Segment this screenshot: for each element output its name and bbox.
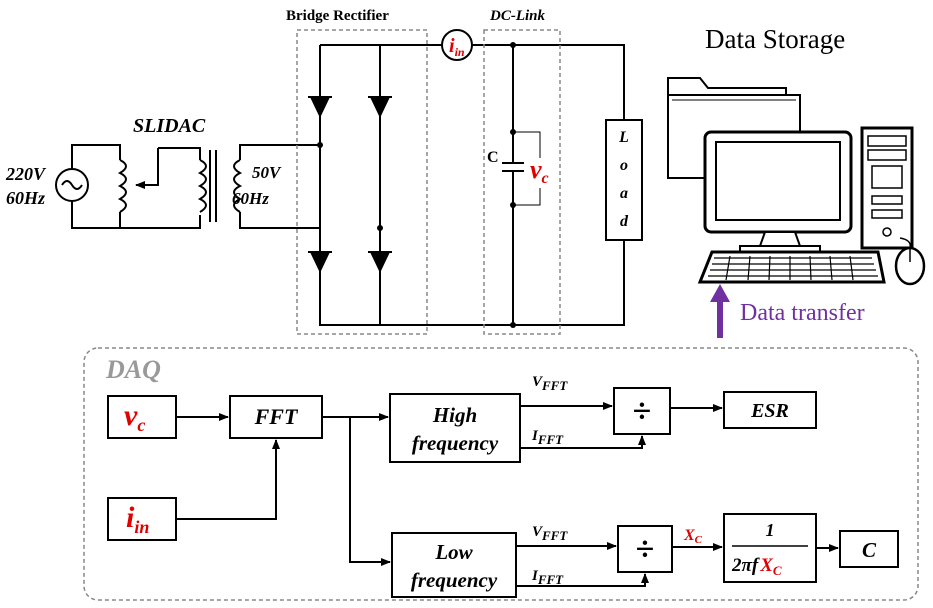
sine-wave-icon: [61, 180, 83, 190]
slidac-wiper: [135, 148, 159, 189]
data-transfer-arrow: [710, 284, 730, 338]
slidac-coil: [117, 159, 127, 213]
daq-title: DAQ: [105, 355, 161, 384]
source-freq-label: 60Hz: [6, 188, 45, 208]
diode-lower-left: [308, 251, 332, 273]
ifft-upper-label: IFFT: [531, 428, 564, 447]
low-frequency-line2: frequency: [411, 568, 498, 592]
monitor-icon: [703, 130, 853, 253]
divide-symbol-upper: ÷: [633, 393, 652, 430]
capacitance-formula-block: [723, 513, 817, 583]
computer-tower-icon: [860, 126, 914, 250]
divide-block-upper: [613, 387, 671, 435]
circuit: 220V 60Hz SLIDAC 50V 60Hz Bridge Rectifi…: [5, 8, 643, 335]
daq-box: [83, 347, 919, 601]
transformer-primary-coil: [197, 159, 207, 213]
vfft-upper-label: VFFT: [532, 374, 568, 393]
keyboard-icon: [697, 250, 886, 284]
secondary-voltage-label: 50V: [252, 163, 282, 182]
daq-section: DAQ vc iin FFT High frequency Low freque…: [83, 347, 919, 601]
iin-input-label: iin: [126, 501, 149, 537]
bridge-rectifier-box: [296, 29, 428, 335]
divide-block-lower: [617, 525, 673, 573]
source-voltage-label: 220V: [5, 164, 47, 184]
diode-lower-right: [368, 251, 392, 273]
divide-symbol-lower: ÷: [636, 531, 655, 568]
iin-meter-label: iin: [449, 35, 465, 59]
xc-label: XC: [683, 527, 703, 546]
ifft-lower-label: IFFT: [531, 568, 564, 587]
dc-link-box: [483, 29, 561, 335]
load-letter-a: a: [620, 185, 628, 202]
capacitor-label: C: [487, 149, 499, 166]
diode-upper-right: [368, 96, 392, 118]
formula-numerator: 1: [766, 520, 775, 540]
load-letter-o: o: [620, 157, 628, 174]
data-transfer-label: Data transfer: [740, 300, 865, 326]
bridge-label: Bridge Rectifier: [286, 8, 389, 24]
capacitance-output-box: [839, 530, 899, 568]
esr-label: ESR: [750, 400, 789, 422]
mouse-icon: [894, 237, 926, 286]
vc-label: vc: [530, 155, 549, 187]
high-frequency-line2: frequency: [412, 431, 499, 455]
high-frequency-block: [389, 393, 521, 463]
load-box: [605, 119, 643, 241]
capacitance-output-label: C: [862, 538, 877, 562]
load-letter-l: L: [618, 129, 629, 146]
data-storage-title: Data Storage: [705, 24, 845, 54]
fft-label: FFT: [254, 404, 299, 429]
slidac-label: SLIDAC: [133, 115, 206, 137]
iin-input-box: [107, 497, 177, 541]
transformer-secondary-coil: [233, 159, 243, 213]
current-meter-icon: [441, 29, 473, 61]
low-frequency-line1: Low: [434, 540, 473, 564]
low-frequency-block: [391, 532, 517, 598]
diode-upper-left: [308, 96, 332, 118]
load-letter-d: d: [620, 213, 629, 230]
dc-link-label: DC-Link: [489, 8, 546, 24]
esr-output-box: [723, 391, 817, 429]
data-storage: Data Storage: [667, 24, 926, 338]
high-frequency-line1: High: [432, 403, 477, 427]
vfft-lower-label: VFFT: [532, 524, 568, 543]
vc-input-label: vc: [124, 399, 145, 435]
secondary-freq-label: 60Hz: [232, 189, 269, 208]
